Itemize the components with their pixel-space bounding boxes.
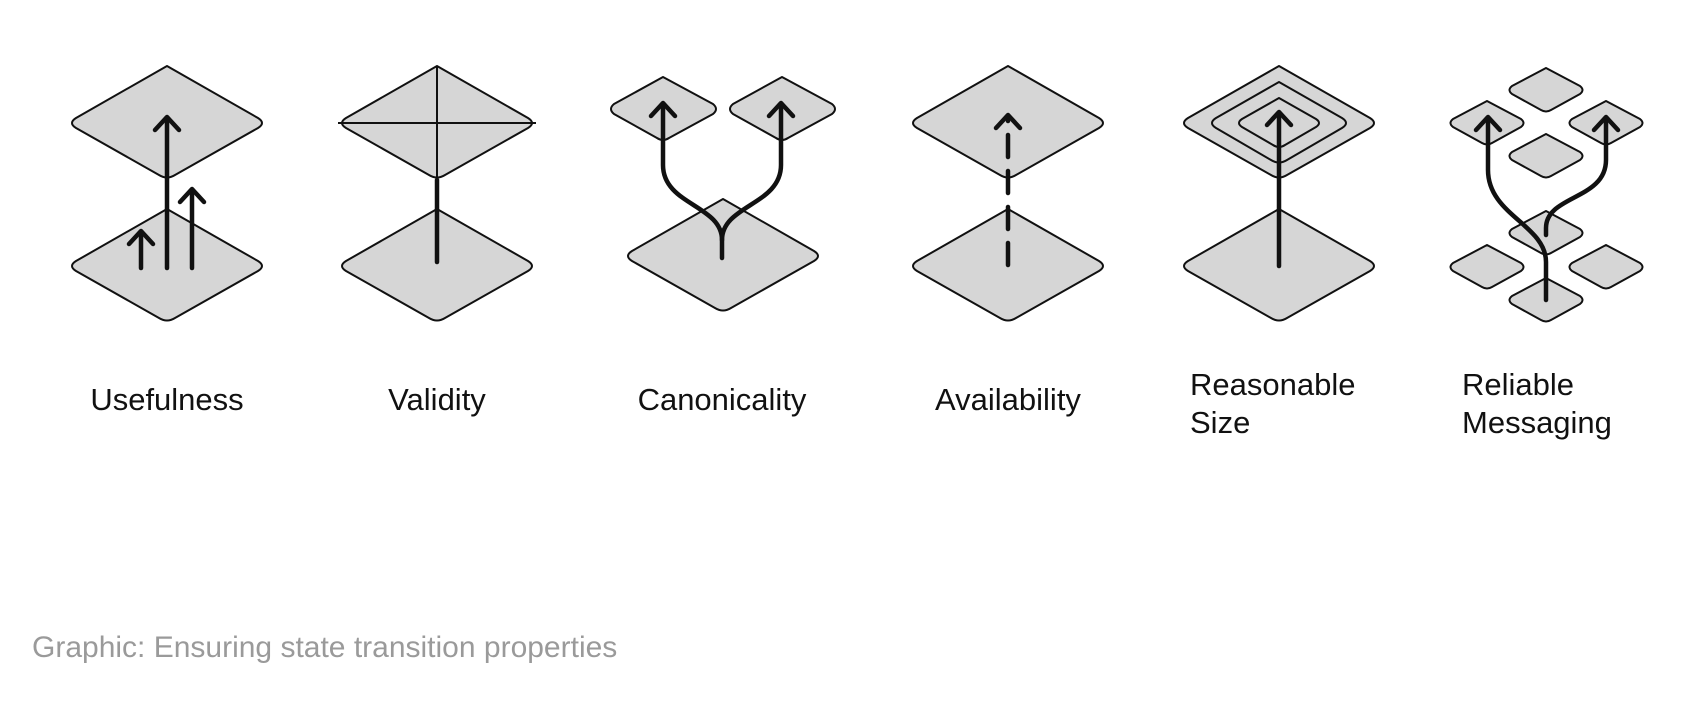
reliable-messaging-left-arrow-head	[1473, 114, 1503, 133]
label-validity-line-1: Validity	[388, 382, 486, 417]
reliable-messaging-tile-lower-right	[1568, 244, 1644, 290]
label-usefulness-line-1: Usefulness	[90, 382, 244, 417]
validity-bottom-tile	[341, 208, 533, 322]
reliable-messaging-right-arrow-head	[1591, 114, 1621, 133]
label-canonicality-line-1: Canonicality	[637, 382, 807, 417]
availability-arrow-head	[993, 112, 1023, 131]
availability-icon	[912, 65, 1104, 322]
reliable-messaging-icon	[1449, 67, 1644, 323]
label-reliable-messaging: Reliable Messaging	[1462, 366, 1612, 442]
reliable-messaging-tile-top	[1508, 67, 1584, 113]
validity-icon	[338, 65, 536, 322]
label-usefulness: Usefulness	[67, 381, 267, 419]
label-reasonable-size: Reasonable Size	[1190, 366, 1355, 442]
usefulness-icon	[71, 65, 263, 322]
reliable-messaging-right-path	[1543, 115, 1609, 238]
usefulness-left-arrow-head	[126, 228, 156, 247]
label-reasonable-size-line-2: Size	[1190, 405, 1251, 440]
label-availability-line-1: Availability	[935, 382, 1081, 417]
label-availability: Availability	[908, 381, 1108, 419]
reliable-messaging-left-path	[1485, 115, 1549, 303]
label-validity: Validity	[337, 381, 537, 419]
reliable-messaging-tile-lower-left	[1449, 244, 1525, 290]
usefulness-main-arrow-head	[152, 114, 182, 133]
usefulness-right-arrow-head	[177, 186, 207, 205]
reasonable-size-icon	[1183, 65, 1375, 322]
label-reasonable-size-line-1: Reasonable	[1190, 367, 1356, 402]
canonicality-right-arrow-head	[766, 100, 796, 119]
canonicality-right-branch	[719, 101, 784, 243]
label-reliable-messaging-line-2: Messaging	[1462, 405, 1612, 440]
label-reliable-messaging-line-1: Reliable	[1462, 367, 1575, 402]
figure-caption: Graphic: Ensuring state transition prope…	[32, 631, 618, 664]
canonicality-left-arrow-head	[648, 100, 678, 119]
label-canonicality: Canonicality	[622, 381, 822, 419]
reasonable-size-arrow-head	[1264, 109, 1294, 128]
canonicality-icon	[610, 76, 836, 312]
reliable-messaging-tile-upper-center	[1508, 133, 1584, 179]
